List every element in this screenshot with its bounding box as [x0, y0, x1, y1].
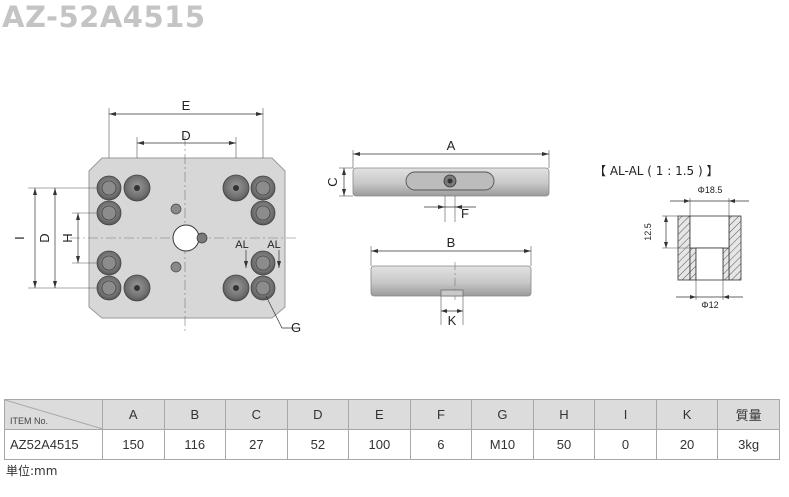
bolt-hole: [96, 200, 122, 226]
dim-label-A: A: [447, 138, 456, 153]
dim-label-B: B: [447, 235, 456, 250]
column-header: H: [532, 399, 596, 430]
side-view-a: A C F: [325, 138, 550, 222]
pin-hole: [170, 203, 182, 215]
dim-label-D: D: [181, 128, 190, 143]
key-slot: [440, 289, 464, 297]
technical-drawing: E D I D H AL AL G: [12, 98, 749, 335]
dim-label-I: I: [12, 236, 27, 240]
column-header: C: [225, 399, 288, 430]
center-pin: [196, 232, 208, 244]
section-wall-right: [728, 215, 742, 281]
item-no-header: ITEM No.: [4, 399, 103, 430]
column-header: D: [286, 399, 350, 430]
section-top-diameter: Φ18.5: [698, 185, 723, 195]
table-cell: 52: [286, 429, 350, 460]
item-no-label: ITEM No.: [10, 416, 49, 426]
pin-hole: [170, 261, 182, 273]
section-height: 12.5: [643, 223, 653, 241]
bolt-hole: [250, 200, 276, 226]
column-header: K: [655, 399, 719, 430]
table-cell: 50: [532, 429, 596, 460]
table-row: AZ52A4515 150 116 27 52 100 6 M10 50 0 2…: [4, 429, 780, 460]
table-cell: 116: [163, 429, 227, 460]
column-header: I: [594, 399, 657, 430]
dim-label-H: H: [60, 233, 75, 242]
section-step-right: [722, 247, 730, 281]
section-title: 【 AL-AL ( 1 : 1.5 ) 】: [594, 164, 718, 178]
dim-label-E: E: [182, 98, 191, 113]
table-cell: 150: [102, 429, 165, 460]
bolt-hole: [222, 174, 250, 202]
side-view-b: B K: [370, 235, 532, 328]
unit-note: 単位:mm: [6, 464, 58, 478]
spec-table: ITEM No. A B C D E F G H I K 質量 AZ52A451…: [4, 399, 780, 460]
bolt-hole: [123, 174, 151, 202]
bolt-hole: [96, 250, 122, 276]
bolt-hole: [123, 274, 151, 302]
section-marker-AL-right: AL: [267, 239, 280, 251]
dim-label-F: F: [461, 206, 469, 221]
column-header-mass: 質量: [717, 399, 780, 430]
section-bottom-diameter: Φ12: [701, 300, 718, 310]
top-view: E D I D H AL AL G: [12, 98, 301, 335]
table-cell: 20: [655, 429, 719, 460]
bolt-hole: [96, 275, 122, 301]
bolt-hole: [250, 250, 276, 276]
column-header: G: [471, 399, 534, 430]
section-marker-AL-left: AL: [235, 239, 248, 251]
bolt-hole: [250, 175, 276, 201]
table-cell: M10: [471, 429, 534, 460]
column-header: B: [163, 399, 227, 430]
bolt-hole: [96, 175, 122, 201]
bolt-hole: [250, 275, 276, 301]
dim-label-D-vertical: D: [37, 233, 52, 242]
dim-label-C: C: [325, 177, 340, 186]
dim-label-K: K: [448, 313, 457, 328]
table-header-row: ITEM No. A B C D E F G H I K 質量: [4, 399, 780, 430]
product-title: AZ-52A4515: [2, 0, 206, 34]
table-cell: 27: [225, 429, 288, 460]
table-cell: 100: [348, 429, 411, 460]
column-header: E: [348, 399, 411, 430]
table-cell: 0: [594, 429, 657, 460]
dim-label-G: G: [291, 320, 301, 335]
item-number: AZ52A4515: [4, 429, 103, 460]
column-header: A: [102, 399, 165, 430]
section-view: 【 AL-AL ( 1 : 1.5 ) 】 Φ18.5 12.5 Φ12: [594, 164, 749, 310]
section-step-left: [689, 247, 697, 281]
table-cell: 6: [409, 429, 473, 460]
column-header: F: [409, 399, 473, 430]
center-hole: [172, 224, 200, 252]
table-cell: 3kg: [717, 429, 780, 460]
bolt-hole: [222, 274, 250, 302]
